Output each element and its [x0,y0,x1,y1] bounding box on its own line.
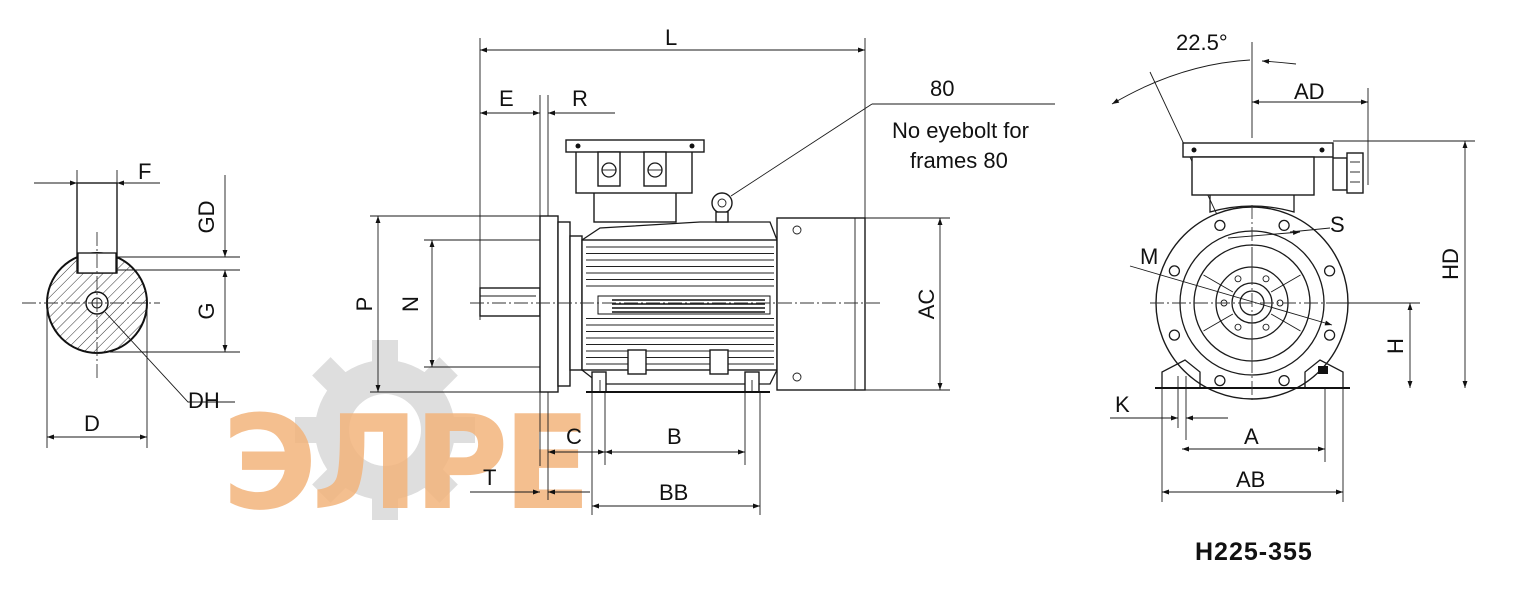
cable-gland-2 [643,151,667,187]
eyebolt-icon [711,192,733,214]
label-n: N [398,296,423,312]
label-gd: GD [194,201,219,234]
label-h: H [1383,338,1408,354]
label-a: A [1244,424,1259,449]
note-line-2: frames 80 [910,148,1008,173]
label-d: D [84,411,100,436]
label-k: K [1115,392,1130,417]
label-angle: 22.5° [1176,30,1228,55]
label-dh: DH [188,388,220,413]
label-s: S [1330,212,1345,237]
gear-icon [295,340,475,520]
label-c: C [566,424,582,449]
label-m: M [1140,244,1158,269]
label-r: R [572,86,588,111]
motor-end-view: 22.5° AD HD [1110,30,1475,566]
watermark-logo: ЭЛРЕ [222,340,591,539]
frame-range-title: H225-355 [1195,538,1313,566]
shaft-end-detail: F GD G DH D [22,159,240,448]
label-hd: HD [1438,248,1463,280]
motor-side-view: L E R [352,25,1055,515]
label-t: T [483,465,496,490]
label-e: E [499,86,514,111]
label-l: L [665,25,677,50]
label-g: G [194,302,219,319]
cable-gland-1 [597,151,621,187]
note-number: 80 [930,76,954,101]
label-f: F [138,159,151,184]
label-ab: AB [1236,467,1265,492]
label-p: P [352,297,377,312]
label-bb: BB [659,480,688,505]
label-ad: AD [1294,79,1325,104]
label-ac: AC [914,289,939,320]
watermark-text: ЭЛРЕ [222,387,585,539]
note-line-1: No eyebolt for [892,118,1029,143]
label-b: B [667,424,682,449]
